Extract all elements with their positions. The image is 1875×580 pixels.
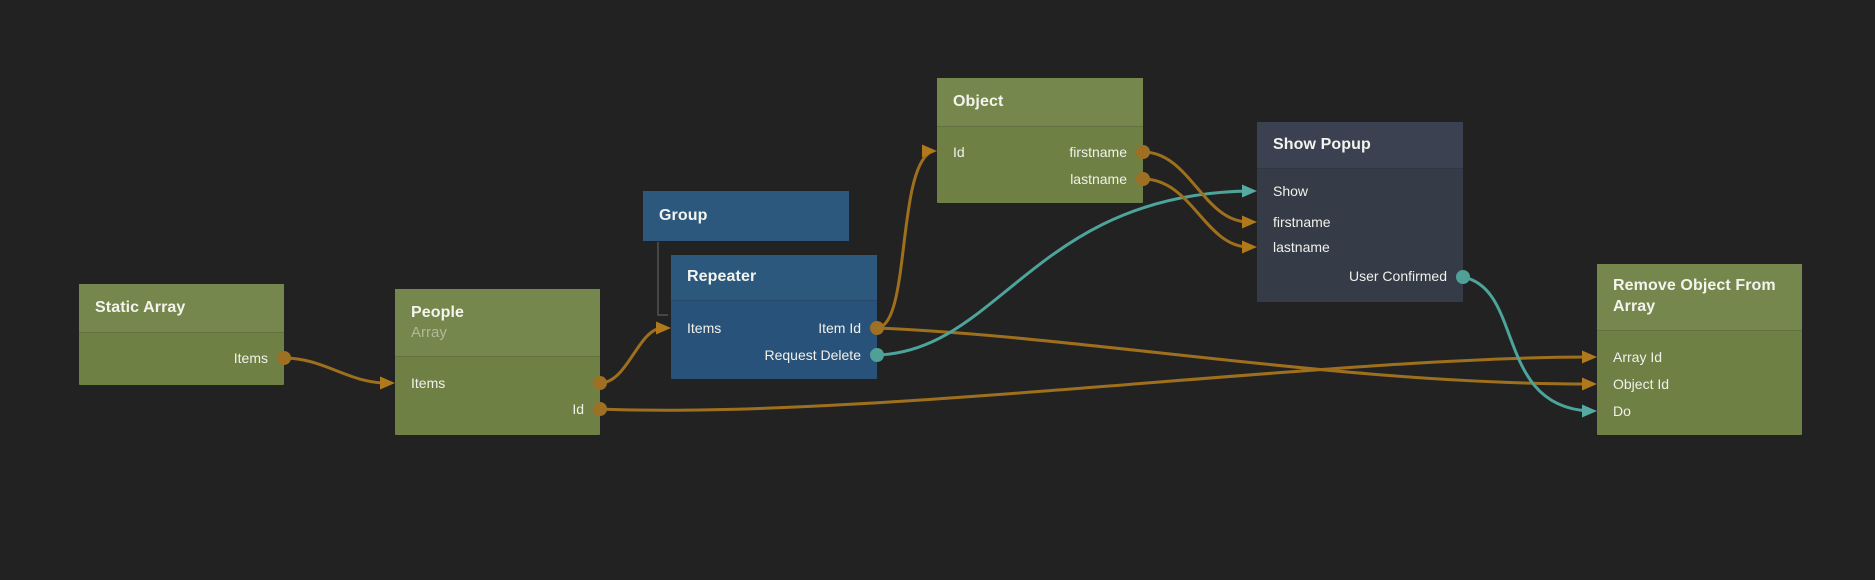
node-show-popup-title: Show Popup [1273, 135, 1371, 153]
wire-people-Items-to-repeater-Items[interactable] [598, 326, 665, 385]
input-port-label: firstname [1273, 214, 1331, 230]
repeater-item-id-output-dot[interactable] [870, 321, 884, 335]
input-port-label: Items [411, 375, 446, 391]
input-port-label: Show [1273, 183, 1309, 199]
show-popup-user-confirmed-output-dot[interactable] [1456, 270, 1470, 284]
node-object-port-row[interactable]: Id firstname [937, 139, 1143, 165]
node-show-popup-port-row[interactable]: User Confirmed [1257, 263, 1463, 289]
group-repeater-hierarchy-line [657, 242, 668, 316]
output-port-label: User Confirmed [1348, 268, 1447, 284]
wire-show-popup-User-Confirmed-to-remove-object-from-array-Do[interactable] [1461, 275, 1591, 413]
output-port-label: firstname [1069, 144, 1127, 160]
node-show-popup-port-row[interactable]: firstname [1257, 209, 1463, 235]
output-port-label: Items [233, 350, 268, 366]
input-port-label: lastname [1273, 239, 1330, 255]
node-group[interactable]: Group [643, 191, 849, 241]
object-firstname-output-dot[interactable] [1136, 145, 1150, 159]
wire-repeater-Item-Id-to-remove-object-from-array-Object-Id[interactable] [875, 326, 1591, 386]
node-show-popup-port-row[interactable]: Show [1257, 178, 1463, 204]
node-remove-object-from-array-header[interactable]: Remove Object From Array [1597, 264, 1802, 331]
output-port-label: Item Id [818, 320, 861, 336]
node-object-title: Object [953, 92, 1004, 110]
input-port-label: Array Id [1613, 349, 1663, 365]
output-port-label: Request Delete [764, 347, 861, 363]
node-object-header[interactable]: Object [937, 78, 1143, 127]
input-port-label: Id [953, 144, 965, 160]
wire-object-firstname-to-show-popup-firstname[interactable] [1141, 150, 1251, 224]
input-port-label: Object Id [1613, 376, 1670, 392]
node-group-header[interactable]: Group [643, 191, 849, 241]
output-port-label: Id [572, 401, 584, 417]
node-repeater-port-row[interactable]: Items Item Id [671, 315, 877, 341]
node-remove-object-from-array-port-row[interactable]: Do [1597, 398, 1802, 424]
node-static-array-header[interactable]: Static Array [79, 284, 284, 333]
node-remove-object-from-array-port-row[interactable]: Object Id [1597, 371, 1802, 397]
wire-object-lastname-to-show-popup-lastname[interactable] [1141, 177, 1251, 249]
wire-people-Id-to-remove-object-from-array-Array-Id[interactable] [598, 355, 1591, 412]
node-remove-object-from-array-port-row[interactable]: Array Id [1597, 344, 1802, 370]
object-lastname-output-dot[interactable] [1136, 172, 1150, 186]
node-repeater-title: Repeater [687, 268, 757, 286]
repeater-request-delete-output-dot[interactable] [870, 348, 884, 362]
node-remove-object-from-array-title: Remove Object From Array [1613, 277, 1776, 315]
node-object-port-row[interactable]: lastname [937, 166, 1143, 192]
wire-repeater-Item-Id-to-object-Id[interactable] [875, 151, 931, 330]
node-people-subtitle: Array [411, 324, 447, 342]
output-port-label: lastname [1070, 171, 1127, 187]
input-port-label: Do [1613, 403, 1631, 419]
node-people-port-row[interactable]: Id [395, 396, 600, 422]
node-show-popup-header[interactable]: Show Popup [1257, 122, 1463, 169]
node-repeater-header[interactable]: Repeater [671, 255, 877, 301]
input-port-label: Items [687, 320, 722, 336]
static-array-items-output-dot[interactable] [277, 351, 291, 365]
node-static-array-port-row[interactable]: Items [79, 345, 284, 371]
node-people-port-row[interactable]: Items [395, 370, 600, 396]
people-items-output-dot[interactable] [593, 376, 607, 390]
node-people-title: People [411, 303, 465, 321]
people-id-output-dot[interactable] [593, 402, 607, 416]
node-group-title: Group [659, 206, 708, 224]
wire-static-array-Items-to-people-Items[interactable] [282, 356, 389, 385]
node-repeater-port-row[interactable]: Request Delete [671, 342, 877, 368]
node-static-array-title: Static Array [95, 298, 186, 316]
wire-repeater-Request-Delete-to-show-popup-Show[interactable] [875, 189, 1251, 357]
node-show-popup-port-row[interactable]: lastname [1257, 234, 1463, 260]
